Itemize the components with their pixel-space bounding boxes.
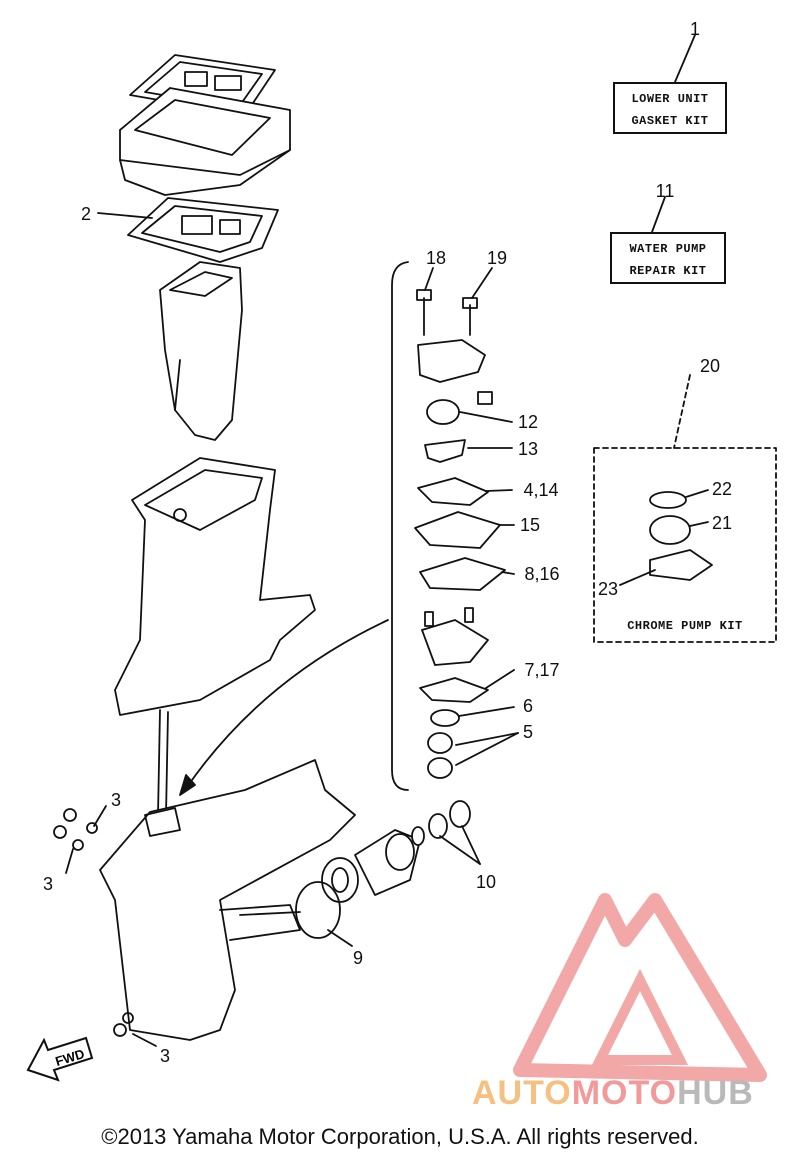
callout-8-16: 8,16 <box>524 564 559 584</box>
water-pump-repair-kit-box: WATER PUMP REPAIR KIT <box>610 232 726 284</box>
callout-15: 15 <box>520 515 540 535</box>
chrome-pump-kit-box <box>593 447 777 643</box>
callout-4-14: 4,14 <box>523 480 558 500</box>
watermark-part1: AUTO <box>472 1074 572 1112</box>
gasket-part-2 <box>127 197 279 263</box>
watermark-part2: MOTO <box>571 1074 678 1112</box>
chrome-kit-parts <box>649 491 713 581</box>
exhaust-guide <box>159 261 243 441</box>
callout-2: 2 <box>81 204 91 224</box>
callout-1: 1 <box>690 19 700 39</box>
propeller-shaft-housing <box>295 800 471 939</box>
callout-22: 22 <box>712 479 732 499</box>
callout-3-upper: 3 <box>111 790 121 810</box>
upper-casing <box>114 457 316 716</box>
lower-unit-kit-line1: LOWER UNIT <box>631 92 709 106</box>
water-pump-kit-line1: WATER PUMP <box>629 242 707 256</box>
water-pump-parts <box>414 289 506 779</box>
upper-gasket-stack <box>119 54 291 196</box>
water-pump-kit-line2: REPAIR KIT <box>629 264 707 278</box>
callout-6: 6 <box>523 696 533 716</box>
watermark-logo <box>513 893 767 1082</box>
fwd-arrow: FWD <box>26 1036 94 1082</box>
callout-12: 12 <box>518 412 538 432</box>
callout-7-17: 7,17 <box>524 660 559 680</box>
callout-11: 11 <box>656 181 675 201</box>
callout-5: 5 <box>523 722 533 742</box>
callout-23: 23 <box>598 579 618 599</box>
callout-18: 18 <box>426 248 446 268</box>
callout-3-left: 3 <box>43 874 53 894</box>
callout-20: 20 <box>700 356 720 376</box>
watermark-text: AUTOMOTOHUB <box>472 1074 792 1113</box>
callout-10: 10 <box>476 872 496 892</box>
lower-casing <box>99 759 356 1041</box>
copyright-notice: ©2013 Yamaha Motor Corporation, U.S.A. A… <box>101 1124 699 1149</box>
watermark-part3: HUB <box>677 1074 754 1112</box>
washers-part-3 <box>53 808 134 1037</box>
water-pump-group-bracket <box>391 261 409 791</box>
lower-unit-gasket-kit-box: LOWER UNIT GASKET KIT <box>613 82 727 134</box>
chrome-pump-kit-label: CHROME PUMP KIT <box>627 619 743 633</box>
callout-9: 9 <box>353 948 363 968</box>
callout-19: 19 <box>487 248 507 268</box>
callout-21: 21 <box>712 513 732 533</box>
callout-3-bottom: 3 <box>160 1046 170 1066</box>
lower-unit-kit-line2: GASKET KIT <box>631 114 709 128</box>
callout-13: 13 <box>518 439 538 459</box>
